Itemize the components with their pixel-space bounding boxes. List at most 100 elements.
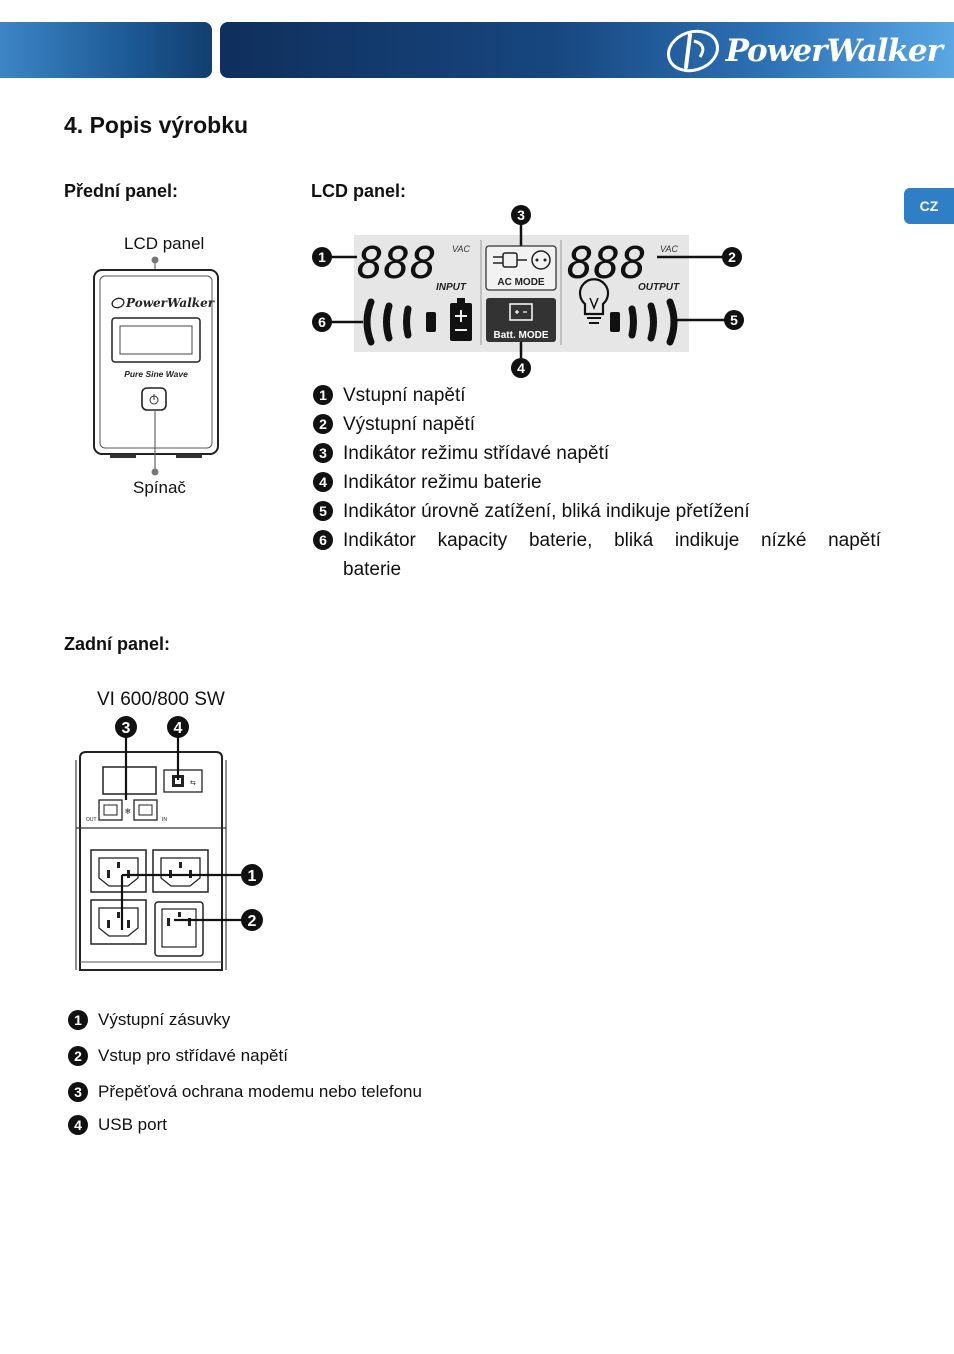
list-item: 4 Indikátor režimu baterie [313,468,883,497]
battery-capacity-bars-icon [363,298,472,346]
output-voltage-digits: 888 [567,238,646,289]
word: indikuje [674,530,740,551]
rj-port-out [98,799,123,821]
list-item: 5 Indikátor úrovně zatížení, bliká indik… [313,497,883,526]
lcd-callout-4: 4 [511,358,531,378]
list-item: 1 Výstupní zásuvky [68,1010,230,1030]
rear-callout-2: 2 [241,909,263,931]
battery-icon [509,303,533,321]
lcd-legend-list: 1 Vstupní napětí 2 Výstupní napětí 3 Ind… [313,381,883,584]
batt-mode-label: Batt. MODE [494,330,549,341]
front-panel-diagram: PowerWalker Pure Sine Wave [93,256,219,476]
input-label: INPUT [436,282,467,293]
number-badge: 4 [68,1115,88,1135]
number-badge: 2 [68,1046,88,1066]
rj-port-in [133,799,158,821]
list-item: 3 Indikátor režimu střídavé napětí [313,439,883,468]
device-logo-icon [111,297,125,309]
item-text-line: Indikátor kapacity baterie, bliká indiku… [343,526,881,555]
model-label: VI 600/800 SW [97,689,225,710]
svg-text:⇆: ⇆ [190,780,196,787]
port-in-label: IN [162,817,167,823]
switch-label: Spínač [133,478,186,497]
usb-icon: ⇆ [172,775,196,787]
ac-plug-icon [493,250,551,270]
svg-text:1: 1 [318,249,326,265]
header-bar-right [220,22,954,78]
output-socket [90,849,147,893]
power-icon [149,394,159,405]
svg-text:2: 2 [728,249,736,265]
device-subtitle: Pure Sine Wave [124,369,188,379]
lcd-panel-heading: LCD panel: [311,181,407,201]
rear-callout-4: 4 [167,716,189,738]
input-vac-label: VAC [452,244,471,254]
list-item: 1 Vstupní napětí [313,381,883,410]
output-socket [90,899,147,945]
ac-mode-label: AC MODE [497,277,545,288]
svg-text:4: 4 [517,360,525,376]
number-badge: 2 [313,414,333,434]
svg-text:4: 4 [174,720,183,737]
svg-text:1: 1 [248,868,257,885]
language-tab[interactable]: CZ [904,188,954,224]
svg-text:2: 2 [248,913,257,930]
number-badge: 1 [68,1010,88,1030]
item-text: Indikátor režimu baterie [343,472,542,493]
svg-text:3: 3 [517,207,525,223]
number-badge: 4 [313,472,333,492]
list-item: 4 USB port [68,1115,167,1135]
number-badge: 5 [313,501,333,521]
lcd-callout-2: 2 [722,247,742,267]
item-text: Indikátor režimu střídavé napětí [343,443,610,464]
surge-icon: ❄ [125,807,132,816]
svg-text:5: 5 [730,312,738,328]
number-badge: 3 [313,443,333,463]
list-item: 2 Výstupní napětí [313,410,883,439]
list-item: 3 Přepěťová ochrana modemu nebo telefonu [68,1082,422,1102]
lcd-panel-label: LCD panel [124,234,205,253]
svg-text:6: 6 [318,314,326,330]
output-vac-label: VAC [660,244,679,254]
number-badge: 6 [313,530,333,550]
item-text: Vstup pro střídavé napětí [98,1046,288,1065]
section-title: 4. Popis výrobku [64,112,249,138]
list-item: 2 Vstup pro střídavé napětí [68,1046,288,1066]
number-badge: 1 [313,385,333,405]
word: kapacity [437,530,508,551]
number-badge: 3 [68,1082,88,1102]
output-label: OUTPUT [638,282,680,293]
lcd-callout-5: 5 [724,310,744,330]
front-panel-heading: Přední panel: [64,181,179,201]
load-bulb-icon [578,278,610,324]
lcd-callout-3: 3 [511,205,531,225]
item-text: Indikátor úrovně zatížení, bliká indikuj… [343,501,750,522]
svg-text:3: 3 [122,720,131,737]
rear-legend-list: 1 Výstupní zásuvky 2 Vstup pro střídavé … [68,1010,568,1150]
rear-callout-3: 3 [115,716,137,738]
item-text: Výstupní napětí [343,414,476,435]
ac-input-socket [154,901,204,957]
item-text: Přepěťová ochrana modemu nebo telefonu [98,1082,422,1101]
device-brand: PowerWalker [125,296,216,310]
item-text: USB port [98,1115,167,1134]
list-item: 6 Indikátor kapacity baterie, bliká indi… [313,526,883,584]
lcd-callout-1: 1 [312,247,332,267]
item-text: Vstupní napětí [343,385,466,406]
load-level-bars-icon [610,298,678,346]
rear-panel-diagram: ⇆ ❄ OUT IN 3 4 1 [75,716,263,971]
word: bliká [614,530,654,551]
rear-callout-1: 1 [241,864,263,886]
word: baterie, [528,530,593,551]
item-text-continuation: baterie [343,559,402,580]
brand-logo: PowerWalker [664,26,943,76]
port-out-label: OUT [86,817,97,823]
lcd-panel-diagram: 888 VAC INPUT 888 VAC OUTPUT AC MODE Bat… [312,205,744,378]
rear-panel-heading: Zadní panel: [64,634,171,654]
lcd-callout-6: 6 [312,312,332,332]
word: Indikátor [343,530,416,551]
header-bar-left [0,22,212,78]
word: napětí [828,530,881,551]
power-logo-icon [666,29,719,73]
word: nízké [760,530,807,551]
